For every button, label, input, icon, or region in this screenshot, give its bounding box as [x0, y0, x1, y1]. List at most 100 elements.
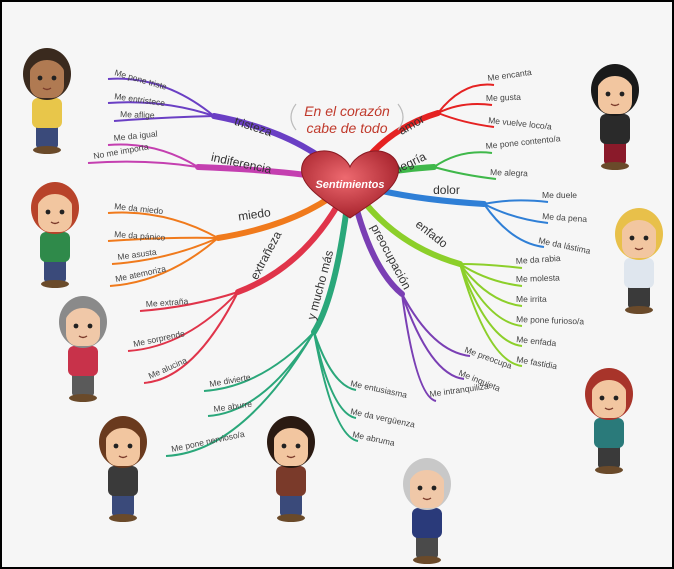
avatar-face	[410, 470, 444, 508]
leaf-text-y_mucho_mas: Me da vergüenza	[350, 406, 417, 429]
leaf-line-indiferencia	[87, 160, 199, 168]
leaf-line-tristeza	[107, 101, 215, 117]
avatar-face	[592, 380, 626, 418]
avatar-hair-top	[620, 210, 658, 234]
leaf-text-dolor: Me duele	[542, 190, 577, 200]
leaf-text-indiferencia: Me da igual	[113, 128, 158, 143]
leaf-line-extraneza	[127, 291, 239, 352]
avatar-body	[40, 232, 70, 262]
avatar-mouth	[286, 455, 296, 459]
avatar-hair-top	[408, 460, 446, 484]
leaf-text-enfado: Me fastidia	[516, 354, 558, 371]
avatar-eye-right	[619, 91, 625, 97]
title-line-2: cabe de todo	[307, 120, 388, 136]
avatar-body	[32, 98, 62, 128]
leaf-line-alegria	[433, 151, 493, 168]
avatar-man-glasses	[99, 416, 147, 522]
avatar-eye-right	[59, 209, 65, 215]
leaf-text-y_mucho_mas: Me aburre	[213, 399, 253, 414]
avatar-eye-right	[127, 443, 133, 449]
leaf-line-enfado	[459, 263, 523, 347]
avatar-hair-top	[272, 418, 310, 442]
leaf-line-miedo	[111, 237, 219, 265]
leaf-line-dolor	[483, 203, 545, 248]
avatar-mouth	[42, 87, 52, 91]
avatar-grandmother	[59, 296, 107, 402]
avatar-legs	[280, 492, 302, 516]
avatar-legs	[628, 284, 650, 308]
avatar-face	[38, 194, 72, 232]
leaf-line-enfado	[459, 263, 523, 327]
avatar-shoes	[625, 306, 653, 314]
leaf-text-amor: Me encanta	[487, 67, 533, 83]
avatar-shoes	[41, 280, 69, 288]
leaf-line-extraneza	[143, 291, 239, 384]
avatar-blond-man	[615, 208, 663, 314]
leaf-line-amor	[437, 112, 495, 128]
avatar-bun-hair-woman	[591, 64, 639, 170]
avatar-hair-top	[104, 418, 142, 442]
leaf-line-dolor	[483, 199, 549, 205]
avatar-face	[106, 428, 140, 466]
avatar-shoes	[601, 162, 629, 170]
title-bracket-left	[290, 103, 297, 131]
avatar-legs	[604, 140, 626, 164]
avatar-hair-top	[28, 50, 66, 74]
avatar-girl-bangs	[267, 416, 315, 522]
avatar-face	[274, 428, 308, 466]
leaf-text-amor: Me gusta	[486, 92, 522, 103]
branch-label-dolor: dolor	[433, 183, 460, 197]
leaf-line-alegria	[433, 166, 497, 180]
leaf-text-enfado: Me da rabia	[515, 253, 561, 266]
avatar-red-hair-boy	[31, 182, 79, 288]
leaf-line-enfado	[459, 263, 523, 287]
leaf-text-y_mucho_mas: Me pone nervioso/a	[170, 429, 245, 454]
leaf-line-amor	[437, 103, 493, 114]
avatar-legs	[36, 124, 58, 148]
leaf-line-miedo	[107, 236, 219, 242]
avatar-curly-dark-hair	[23, 48, 71, 154]
avatar-eye-right	[295, 443, 301, 449]
heart-center-node: Sentimientos	[301, 150, 399, 219]
avatar-eye-left	[605, 91, 611, 97]
avatar-face	[66, 308, 100, 346]
avatar-face	[622, 220, 656, 258]
leaf-text-dolor: Me da pena	[542, 211, 588, 224]
leaf-line-y_mucho_mas	[203, 331, 315, 392]
leaf-text-y_mucho_mas: Me entusiasma	[350, 378, 409, 400]
avatar-mouth	[50, 221, 60, 225]
branch-label-miedo: miedo	[237, 205, 272, 223]
avatar-grandfather	[403, 458, 451, 564]
leaf-line-miedo	[109, 237, 219, 287]
avatar-eye-left	[37, 75, 43, 81]
leaf-line-amor	[437, 83, 495, 114]
avatar-hair-top	[64, 298, 102, 322]
leaf-text-alegria: Me pone contento/a	[485, 133, 561, 151]
leaf-text-enfado: Me irrita	[516, 294, 547, 304]
avatar-body	[68, 346, 98, 376]
leaf-text-enfado: Me pone furioso/a	[516, 314, 585, 326]
leaf-line-dolor	[483, 203, 549, 224]
leaf-line-tristeza	[107, 77, 215, 117]
leaf-text-miedo: Me da pánico	[114, 229, 166, 243]
avatar-body	[108, 466, 138, 496]
avatar-body	[594, 418, 624, 448]
title-bracket-right	[397, 103, 404, 131]
avatar-eye-right	[431, 485, 437, 491]
leaf-text-y_mucho_mas: Me abruma	[352, 429, 396, 448]
avatar-mouth	[610, 103, 620, 107]
avatar-face	[598, 76, 632, 114]
avatar-eye-left	[629, 235, 635, 241]
leaf-text-tristeza: Me aflige	[120, 109, 155, 120]
avatar-shoes	[277, 514, 305, 522]
avatar-mouth	[118, 455, 128, 459]
avatar-mouth	[604, 407, 614, 411]
leaf-line-y_mucho_mas	[313, 331, 357, 391]
avatar-legs	[72, 372, 94, 396]
avatar-legs	[112, 492, 134, 516]
leaf-text-amor: Me vuelve loco/a	[488, 115, 553, 132]
avatar-shoes	[33, 146, 61, 154]
leaf-text-dolor: Me da lástima	[538, 235, 592, 256]
